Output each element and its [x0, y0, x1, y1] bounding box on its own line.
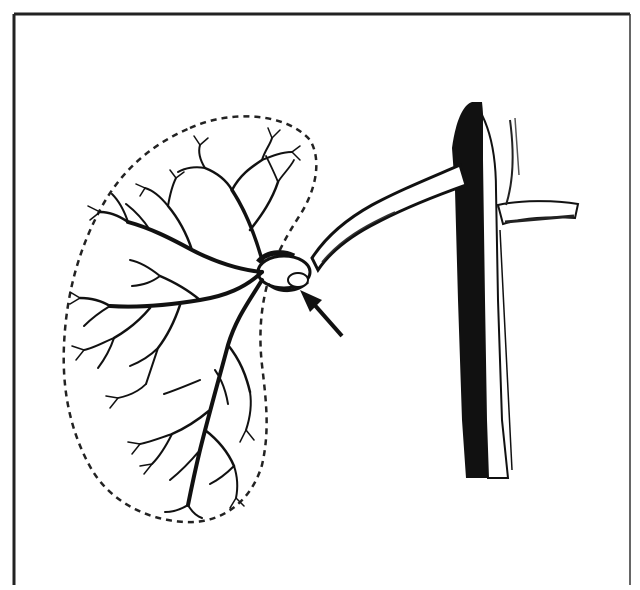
aorta	[452, 102, 519, 478]
frame	[14, 14, 630, 585]
renal-artery	[312, 165, 466, 270]
renal-hilum	[258, 253, 310, 291]
branch-vessel	[498, 120, 578, 224]
intrarenal-branches	[70, 128, 300, 518]
pointer-arrow	[300, 290, 342, 336]
